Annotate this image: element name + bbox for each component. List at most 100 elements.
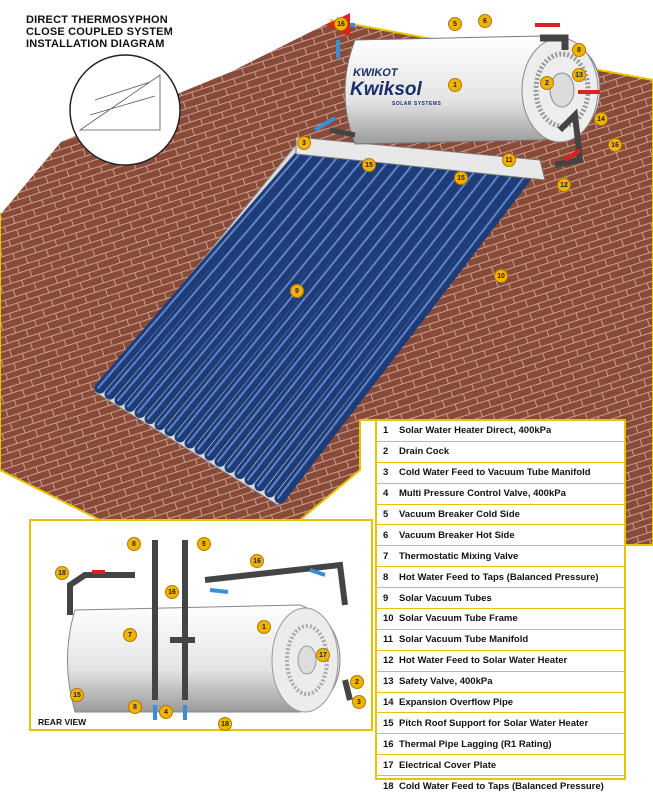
pipe-cold [329,127,356,138]
callout-badge: 18 [218,717,232,731]
callout-badge: 2 [540,76,554,90]
vacuum-tube-highlight [107,150,317,396]
callout-badge: 10 [494,269,508,283]
tube-manifold [295,136,546,181]
roof-pitch-inset [69,54,181,166]
callout-badge: 12 [557,178,571,192]
legend-num: 3 [383,467,389,479]
vacuum-tube-highlight [147,155,367,420]
legend-num: 1 [383,425,389,437]
solar-vacuum-tubes [94,144,536,504]
legend-row: 10 Solar Vacuum Tube Frame [377,609,624,630]
legend-row: 16 Thermal Pipe Lagging (R1 Rating) [377,734,624,756]
vacuum-tube-highlight [127,152,342,408]
legend-text: Electrical Cover Plate [399,759,497,771]
vacuum-tube-highlight [267,169,517,493]
vacuum-tube-highlight [257,168,504,487]
vacuum-tube [124,148,348,412]
vacuum-tube [104,145,323,400]
legend-text: Multi Pressure Control Valve, 400kPa [399,488,566,500]
callout-badge: 13 [572,68,586,82]
pipe-hot [540,34,569,50]
brand-top: KWIKOT [351,67,399,79]
callout-badge: 15 [70,688,84,702]
vacuum-tube-highlight [207,162,442,457]
title-line-2: CLOSE COUPLED SYSTEM [26,26,174,38]
vacuum-tube-highlight [247,167,492,481]
rear-arrow-cold-2 [309,568,326,577]
callout-badge: 18 [55,566,69,580]
vacuum-tube-highlight [237,166,479,475]
vacuum-tube [194,156,436,455]
vacuum-tube [224,160,473,473]
vacuum-tube-highlight [117,151,329,402]
legend-text: Solar Vacuum Tubes [399,592,492,604]
vacuum-tube [234,161,486,480]
vacuum-tube [134,149,361,418]
vacuum-tube [164,153,398,437]
legend-num: 10 [383,613,394,625]
legend-text: Safety Valve, 400kPa [399,676,493,688]
vacuum-tube [244,162,498,486]
callout-badge: 8 [127,537,141,551]
vacuum-tube [204,157,448,461]
title-line-3: INSTALLATION DIAGRAM [26,38,165,50]
callout-badge: 15 [454,171,468,185]
vacuum-tube-highlight [277,171,529,499]
legend-text: Solar Vacuum Tube Frame [399,613,518,625]
callout-badge: 16 [334,17,348,31]
callout-badge: 4 [159,705,173,719]
vacuum-tube [144,150,373,425]
legend-text: Hot Water Feed to Solar Water Heater [399,655,568,667]
vacuum-tube [94,144,311,394]
callout-badge: 7 [123,628,137,642]
legend-row: 11 Solar Vacuum Tube Manifold [377,630,624,651]
callout-badge: 16 [608,138,622,152]
callout-badge: 5 [197,537,211,551]
callout-badge: 2 [350,675,364,689]
legend-text: Thermal Pipe Lagging (R1 Rating) [399,738,552,750]
vacuum-tube [174,154,411,443]
legend-row: 17 Electrical Cover Plate [377,755,624,777]
legend-text: Hot Water Feed to Taps (Balanced Pressur… [399,571,599,583]
arrow-cold-manifold [313,116,337,132]
callout-badge: 16 [250,554,264,568]
legend-text: Thermostatic Mixing Valve [399,550,519,562]
legend-text: Solar Vacuum Tube Manifold [399,634,529,646]
legend-num: 17 [383,759,394,771]
water-heater-tank [344,35,601,145]
callout-badge: 3 [352,695,366,709]
callout-badge: 14 [594,112,608,126]
vacuum-tube [184,155,423,449]
vacuum-tube-highlight [167,157,392,432]
legend-num: 5 [383,509,389,520]
callout-badge: 8 [128,700,142,714]
legend-num: 11 [383,634,394,646]
callout-badge: 16 [165,585,179,599]
brand-sub: SOLAR SYSTEMS [392,101,442,107]
vacuum-tube-highlight [157,156,379,426]
callout-badge: 9 [290,284,304,298]
vacuum-tube [274,166,536,504]
vacuum-tube-highlight [227,164,467,469]
vacuum-tube-highlight [187,160,417,444]
callout-badge: 3 [297,136,311,150]
vacuum-tube-highlight [137,153,354,414]
callout-badge: 11 [502,153,516,167]
legend-num: 16 [383,738,394,750]
callout-badge: 1 [257,620,271,634]
legend-text: Expansion Overflow Pipe [399,697,514,709]
vacuum-tube-highlight [97,149,304,389]
